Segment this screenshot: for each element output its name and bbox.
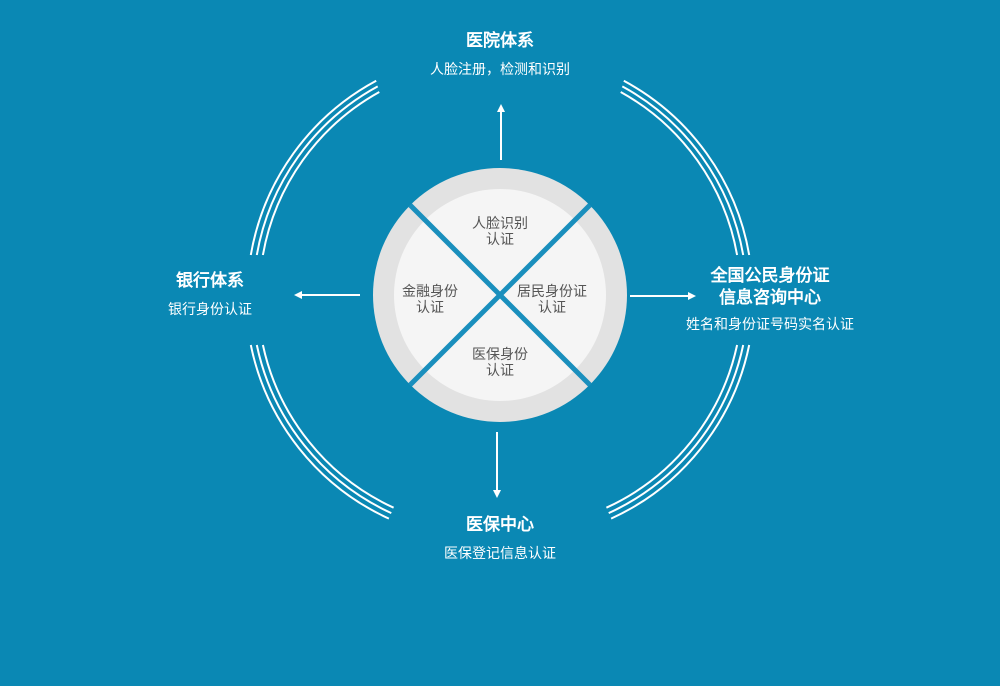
arrow-down xyxy=(493,432,501,498)
wheel-divider-2 xyxy=(408,203,592,387)
wheel-resident-line2: 认证 xyxy=(538,300,566,316)
node-citizen-title-line2: 信息咨询中心 xyxy=(719,288,821,308)
wheel-medical-line1: 医保身份 xyxy=(472,347,528,363)
ring-arc-top-left xyxy=(249,79,380,256)
node-bank-title: 银行体系 xyxy=(176,271,244,291)
center-wheel xyxy=(373,168,627,422)
ring-arc-bottom-right xyxy=(605,344,751,520)
node-hospital: 医院体系 人脸注册，检测和识别 xyxy=(380,30,620,80)
ring-arc-bottom-left xyxy=(249,344,395,520)
arrow-left xyxy=(294,291,360,299)
wheel-label-finance: 金融身份 认证 xyxy=(388,284,472,316)
arrows xyxy=(294,104,696,498)
outer-ring xyxy=(249,79,751,520)
ring-arc-top-right xyxy=(620,79,751,256)
wheel-label-face: 人脸识别 认证 xyxy=(440,216,560,248)
node-medical-desc: 医保登记信息认证 xyxy=(444,546,556,562)
wheel-label-medical: 医保身份 认证 xyxy=(440,347,560,379)
wheel-resident-line1: 居民身份证 xyxy=(517,284,587,300)
node-hospital-desc: 人脸注册，检测和识别 xyxy=(430,62,570,78)
wheel-face-line1: 人脸识别 xyxy=(472,216,528,232)
node-citizen-desc: 姓名和身份证号码实名认证 xyxy=(686,317,854,333)
wheel-face-line2: 认证 xyxy=(486,232,514,248)
wheel-finance-line2: 认证 xyxy=(416,300,444,316)
wheel-medical-line2: 认证 xyxy=(486,363,514,379)
node-medical-insurance: 医保中心 医保登记信息认证 xyxy=(390,514,610,564)
wheel-finance-line1: 金融身份 xyxy=(402,284,458,300)
wheel-label-resident-id: 居民身份证 认证 xyxy=(504,284,600,316)
node-citizen-id-center: 全国公民身份证 信息咨询中心 姓名和身份证号码实名认证 xyxy=(650,265,890,335)
node-hospital-title: 医院体系 xyxy=(466,31,534,51)
node-citizen-title-line1: 全国公民身份证 xyxy=(710,266,830,286)
node-bank: 银行体系 银行身份认证 xyxy=(140,270,280,320)
node-medical-title: 医保中心 xyxy=(466,515,534,535)
node-bank-desc: 银行身份认证 xyxy=(168,302,252,318)
arrow-right xyxy=(630,292,696,300)
arrow-up xyxy=(497,104,505,160)
